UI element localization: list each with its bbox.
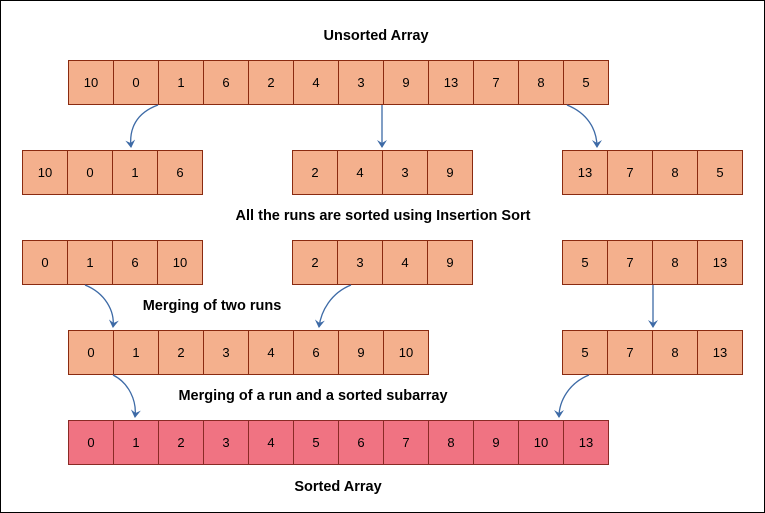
array-cell: 6 <box>157 150 203 195</box>
arrow-merge-final-right <box>554 374 590 418</box>
array-cell: 7 <box>607 330 653 375</box>
array-cell: 2 <box>248 60 294 105</box>
array-cell: 5 <box>562 330 608 375</box>
array-cell: 3 <box>203 420 249 465</box>
arrow-split-run-3 <box>566 104 602 148</box>
array-cell: 10 <box>157 240 203 285</box>
array-cell: 10 <box>68 60 114 105</box>
array-cell: 2 <box>158 330 204 375</box>
array-cell: 0 <box>22 240 68 285</box>
array-cell: 7 <box>473 60 519 105</box>
array-cell: 8 <box>652 240 698 285</box>
array-cell: 9 <box>338 330 384 375</box>
array-cell: 13 <box>428 60 474 105</box>
title-sorted-array: Sorted Array <box>294 479 382 495</box>
array-cell: 2 <box>158 420 204 465</box>
array-cell: 8 <box>428 420 474 465</box>
array-cell: 10 <box>383 330 429 375</box>
array-cell: 3 <box>382 150 428 195</box>
arrow-merge-final-left <box>112 374 141 418</box>
label-merging-run-and-subarray: Merging of a run and a sorted subarray <box>178 388 448 404</box>
array-cell: 9 <box>427 240 473 285</box>
arrow-merge-run-1 <box>84 284 119 328</box>
array-cell: 8 <box>518 60 564 105</box>
array-cell: 6 <box>293 330 339 375</box>
array-cell: 1 <box>112 150 158 195</box>
array-cell: 6 <box>112 240 158 285</box>
title-unsorted-array: Unsorted Array <box>323 28 429 44</box>
array-cell: 7 <box>607 240 653 285</box>
array-cell: 6 <box>203 60 249 105</box>
array-cell: 13 <box>697 330 743 375</box>
array-cell: 10 <box>518 420 564 465</box>
array-cell: 8 <box>652 150 698 195</box>
array-cell: 9 <box>383 60 429 105</box>
array-cell: 0 <box>68 330 114 375</box>
array-cell: 0 <box>68 420 114 465</box>
array-cell: 13 <box>562 150 608 195</box>
array-cell: 5 <box>562 240 608 285</box>
arrow-split-run-1 <box>125 104 159 148</box>
array-cell: 6 <box>338 420 384 465</box>
array-cell: 0 <box>67 150 113 195</box>
array-cell: 10 <box>22 150 68 195</box>
array-cell: 0 <box>113 60 159 105</box>
array-cell: 9 <box>427 150 473 195</box>
array-cell: 3 <box>338 60 384 105</box>
array-cell: 3 <box>337 240 383 285</box>
array-cell: 4 <box>337 150 383 195</box>
array-cell: 5 <box>293 420 339 465</box>
array-cell: 1 <box>113 420 159 465</box>
array-cell: 1 <box>113 330 159 375</box>
array-cell: 7 <box>607 150 653 195</box>
array-cell: 2 <box>292 150 338 195</box>
array-cell: 3 <box>203 330 249 375</box>
array-cell: 4 <box>248 330 294 375</box>
arrow-merge-run-2 <box>314 284 352 328</box>
label-merging-two-runs: Merging of two runs <box>142 298 282 314</box>
array-cell: 2 <box>292 240 338 285</box>
array-cell: 1 <box>67 240 113 285</box>
array-cell: 13 <box>563 420 609 465</box>
array-cell: 13 <box>697 240 743 285</box>
array-cell: 4 <box>248 420 294 465</box>
array-cell: 7 <box>383 420 429 465</box>
array-cell: 1 <box>158 60 204 105</box>
label-runs-sorted: All the runs are sorted using Insertion … <box>235 208 531 224</box>
array-cell: 5 <box>563 60 609 105</box>
array-cell: 9 <box>473 420 519 465</box>
array-cell: 8 <box>652 330 698 375</box>
array-cell: 4 <box>382 240 428 285</box>
array-cell: 4 <box>293 60 339 105</box>
array-cell: 5 <box>697 150 743 195</box>
